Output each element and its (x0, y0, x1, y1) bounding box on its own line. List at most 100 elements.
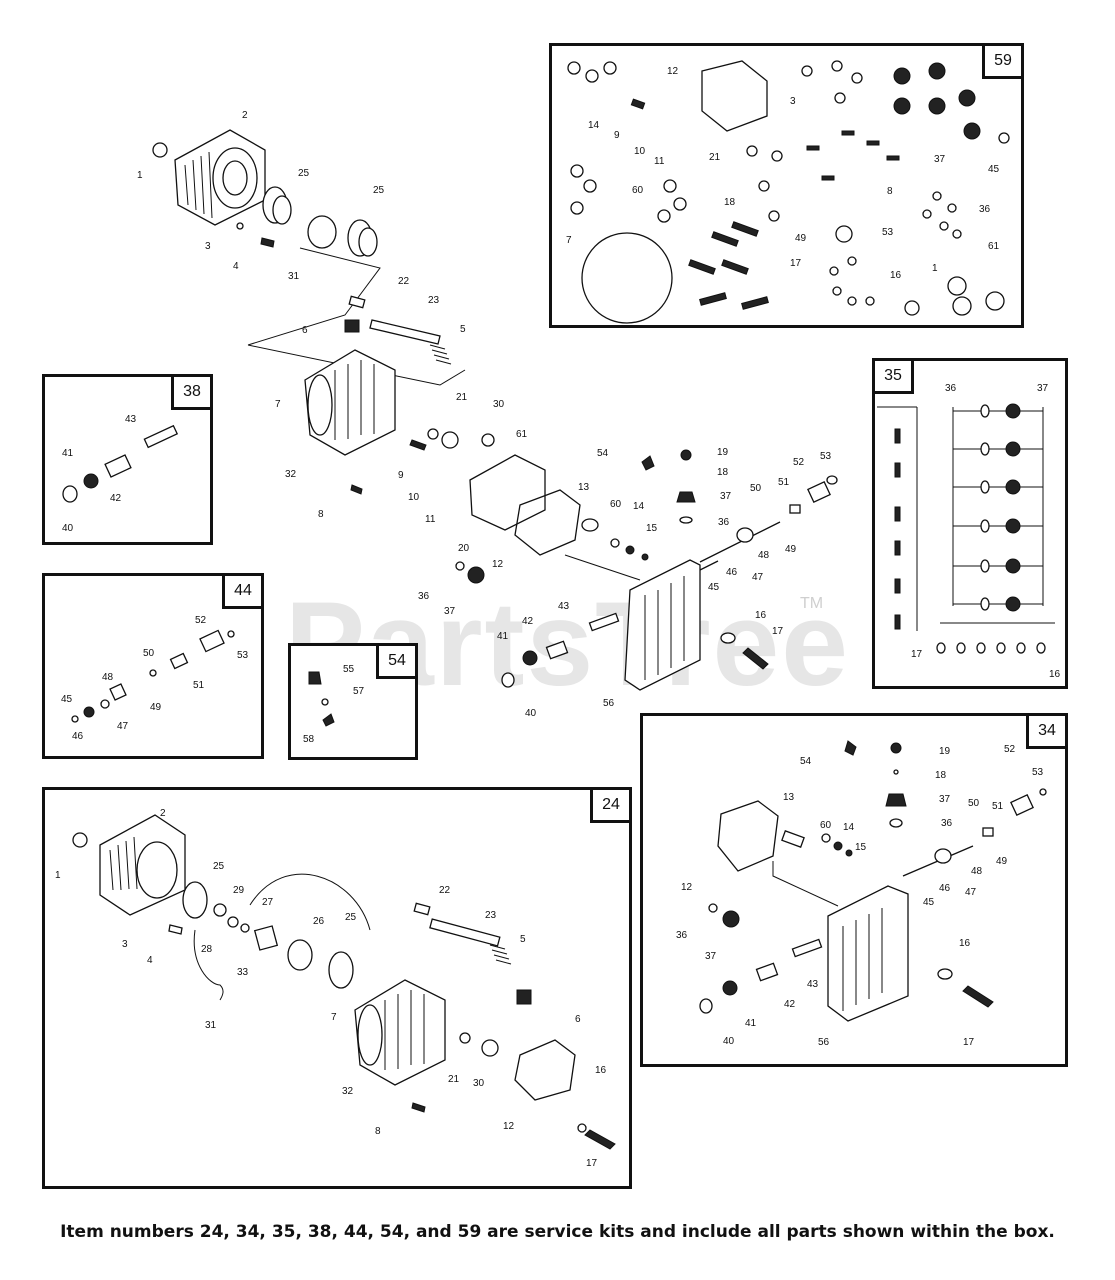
callout-label: 51 (193, 680, 205, 691)
callout-label: 17 (586, 1158, 598, 1169)
cylinder-head-part (304, 349, 396, 456)
kit-34-parts: 54 19 18 13 52 53 37 51 50 36 60 14 15 4… (676, 740, 1047, 1048)
callout-label: 53 (882, 227, 894, 238)
callout-label: 11 (654, 156, 665, 167)
callout-label: 43 (807, 979, 819, 990)
kit-number-tag: 35 (872, 358, 914, 394)
callout-label: 6 (302, 325, 308, 336)
service-kit-59-box: 59 14 12 3 9 10 11 37 45 21 8 60 18 36 7… (549, 43, 1024, 328)
callout-label: 37 (1037, 383, 1049, 394)
wobble-plate-part (307, 215, 337, 249)
callout-label: 1 (137, 170, 143, 181)
kit-59-parts: 14 12 3 9 10 11 37 45 21 8 60 18 36 7 49… (566, 60, 1010, 324)
callout-label: 11 (425, 514, 436, 525)
callout-label: 41 (745, 1018, 757, 1029)
callout-label: 53 (1032, 767, 1044, 778)
callout-label: 17 (911, 649, 923, 660)
callout-label: 60 (632, 185, 644, 196)
callout-label: 58 (303, 734, 315, 745)
service-kit-35-box: 35 36 37 17 16 (872, 358, 1068, 689)
seal-part (441, 431, 459, 449)
callout-label: 56 (818, 1037, 830, 1048)
callout-label: 53 (820, 451, 832, 462)
callout-label: 7 (566, 235, 572, 246)
kit-24-parts: 2 1 25 29 27 3 28 26 25 22 23 5 4 33 31 … (55, 808, 616, 1169)
callout-label: 5 (520, 934, 526, 945)
callout-label: 37 (444, 606, 456, 617)
callout-label: 40 (525, 708, 537, 719)
kit-44-parts: 52 53 50 51 48 49 45 46 47 (61, 615, 249, 742)
callout-label: 37 (934, 154, 946, 165)
callout-label: 50 (750, 483, 762, 494)
kit-35-rows (953, 403, 1043, 612)
service-kit-footnote: Item numbers 24, 34, 35, 38, 44, 54, and… (60, 1222, 1055, 1242)
callout-label: 13 (783, 792, 795, 803)
callout-label: 15 (855, 842, 867, 853)
callout-label: 36 (676, 930, 688, 941)
callout-label: 23 (485, 910, 497, 921)
callout-label: 28 (201, 944, 213, 955)
callout-label: 17 (772, 626, 784, 637)
bolt-part (260, 237, 275, 248)
callout-label: 33 (237, 967, 249, 978)
callout-label: 16 (755, 610, 767, 621)
callout-label: 30 (493, 399, 505, 410)
callout-label: 47 (117, 721, 129, 732)
callout-label: 1 (55, 870, 61, 881)
service-kit-24-box: 24 2 1 25 29 27 3 28 (42, 787, 632, 1189)
kit-35-parts: 36 37 17 16 (877, 383, 1061, 680)
callout-label: 22 (439, 885, 451, 896)
service-kit-38-box: 38 43 41 42 40 (42, 374, 213, 545)
callout-label: 7 (331, 1012, 337, 1023)
callout-label: 37 (705, 951, 717, 962)
callout-label: 14 (588, 120, 600, 131)
callout-label: 18 (935, 770, 947, 781)
callout-label: 16 (959, 938, 971, 949)
callout-label: 49 (795, 233, 807, 244)
callout-label: 53 (237, 650, 249, 661)
callout-label: 20 (458, 543, 470, 554)
callout-label: 52 (1004, 744, 1016, 755)
callout-label: 25 (345, 912, 357, 923)
callout-label: 37 (939, 794, 951, 805)
callout-label: 42 (110, 493, 122, 504)
piston-part (369, 319, 441, 345)
callout-label: 36 (945, 383, 957, 394)
callout-label: 7 (275, 399, 281, 410)
callout-label: 46 (72, 731, 84, 742)
service-kit-54-box: 54 55 57 58 (288, 643, 418, 760)
callout-label: 40 (62, 523, 74, 534)
callout-label: 8 (318, 509, 324, 520)
callout-label: 30 (473, 1078, 485, 1089)
callout-label: 42 (784, 999, 796, 1010)
callout-label: 5 (460, 324, 466, 335)
callout-label: 31 (205, 1020, 217, 1031)
callout-label: 12 (492, 559, 504, 570)
callout-label: 17 (963, 1037, 975, 1048)
callout-label: 3 (790, 96, 796, 107)
callout-label: 54 (800, 756, 812, 767)
callout-label: 36 (718, 517, 730, 528)
callout-label: 3 (205, 241, 211, 252)
callout-label: 29 (233, 885, 245, 896)
callout-label: 36 (979, 204, 991, 215)
gasket-part (701, 60, 768, 132)
watermark-trademark: TM (800, 595, 824, 612)
callout-label: 41 (497, 631, 509, 642)
callout-label: 18 (717, 467, 729, 478)
callout-label: 1 (932, 263, 938, 274)
kit-number-tag: 34 (1026, 713, 1068, 749)
callout-label: 12 (503, 1121, 515, 1132)
manifold-cover-part (469, 454, 546, 531)
callout-label: 36 (941, 818, 953, 829)
callout-label: 45 (708, 582, 720, 593)
callout-label: 48 (102, 672, 114, 683)
callout-label: 23 (428, 295, 440, 306)
callout-label: 60 (820, 820, 832, 831)
service-kit-44-box: 44 52 53 50 51 48 49 45 46 47 (42, 573, 264, 759)
callout-label: 49 (785, 544, 797, 555)
callout-label: 37 (720, 491, 732, 502)
callout-label: 26 (313, 916, 325, 927)
callout-label: 25 (213, 861, 225, 872)
kit-54-parts: 55 57 58 (303, 664, 365, 745)
